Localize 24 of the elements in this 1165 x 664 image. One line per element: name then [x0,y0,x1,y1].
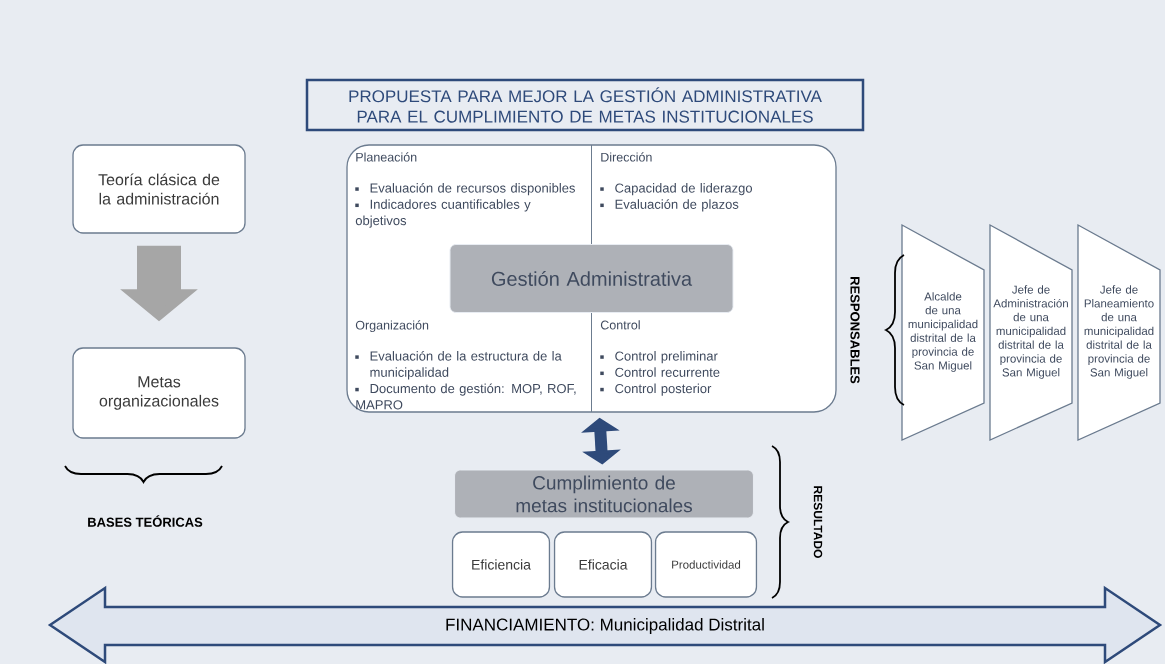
section-heading: Control [600,320,640,330]
section-label: RESPONSABLES [850,277,860,384]
section-heading: Dirección [601,152,652,162]
bullet-item: Documento de gestión: MOP, ROF, MAPRO [355,383,576,410]
process-box: Metas organizacionales [72,347,246,439]
indicator-box: Eficiencia [451,531,551,598]
bullet-item: Indicadores cuantificables y objetivos [355,199,531,228]
result-box: Cumplimiento de metas institucionales [454,469,754,519]
section-heading: Planeación [356,152,417,162]
section-heading: Organización [355,320,429,333]
section-label: BASES TEÓRICAS [88,515,203,527]
section-label: RESULTADO [813,486,823,558]
indicator-box: Eficacia [553,531,653,598]
bullet-item: Control recurrente [600,367,720,377]
process-box: Teoría clásica de la administración [72,144,246,234]
indicator-box: Productividad [654,531,758,598]
central-box: Gestión Administrativa [449,244,734,313]
title-box: PROPUESTA PARA MEJOR LA GESTIÓN ADMINISTRATIVA PARA EL CUMPLIMIENTO DE METAS INSTITUCIONALES [305,78,865,132]
bullet-item: Control preliminar [600,351,718,364]
bullet-item: Evaluación de recursos disponibles [355,182,575,196]
bullet-item: Capacidad de liderazgo [600,183,753,196]
bullet-item: Control posterior [600,383,712,396]
bullet-item: Evaluación de plazos [600,199,739,212]
bullet-item: Evaluación de la estructura de la municipalidad [355,350,562,380]
